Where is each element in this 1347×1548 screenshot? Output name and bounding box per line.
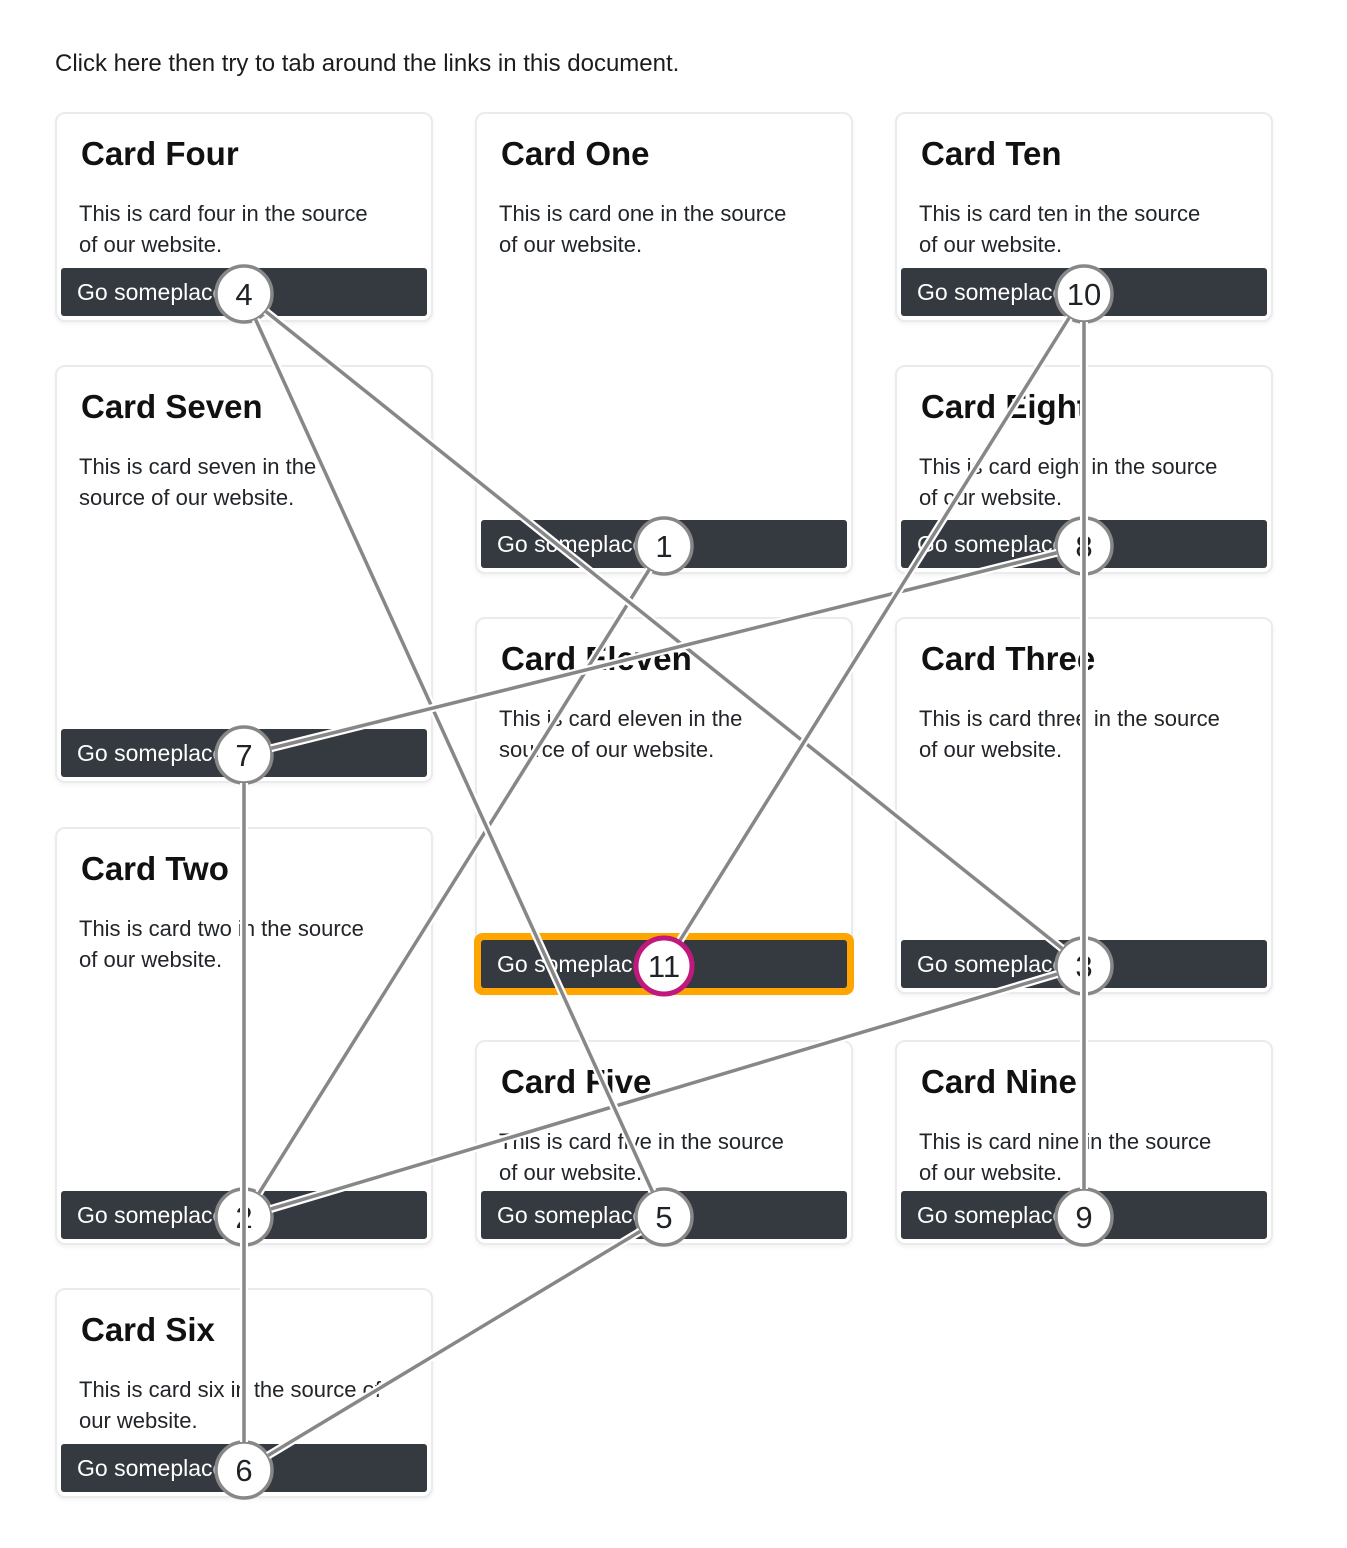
card-eleven: Card Eleven This is card eleven in the s… [475, 617, 853, 994]
card-title: Card One [501, 135, 650, 172]
card-three: Card Three This is card three in the sou… [895, 617, 1273, 994]
instruction-text[interactable]: Click here then try to tab around the li… [55, 50, 680, 77]
card-text: This is card ten in the source of our we… [919, 201, 1201, 258]
card-text: This is card eight in the source of our … [919, 454, 1218, 511]
card-title: Card Eleven [501, 640, 692, 677]
card-text: This is card seven in the source of our … [79, 454, 317, 511]
card-text: This is card five in the source of our w… [499, 1129, 784, 1186]
card-title: Card Three [921, 640, 1096, 677]
card-title: Card Four [81, 135, 239, 172]
card-title: Card Seven [81, 388, 263, 425]
go-someplace-button-card-ten[interactable]: Go someplace [901, 268, 1267, 316]
go-someplace-button-card-nine[interactable]: Go someplace [901, 1191, 1267, 1239]
card-one: Card One This is card one in the source … [475, 112, 853, 574]
card-text: This is card nine in the source of our w… [919, 1129, 1212, 1186]
card-title: Card Eight [921, 388, 1088, 425]
go-someplace-button-card-four[interactable]: Go someplace [61, 268, 427, 316]
card-seven: Card Seven This is card seven in the sou… [55, 365, 433, 783]
go-someplace-button-card-two[interactable]: Go someplace [61, 1191, 427, 1239]
card-title: Card Six [81, 1311, 215, 1348]
card-text: This is card eleven in the source of our… [499, 706, 743, 763]
card-six: Card Six This is card six in the source … [55, 1288, 433, 1498]
card-text: This is card two in the source of our we… [79, 916, 364, 973]
card-eight: Card Eight This is card eight in the sou… [895, 365, 1273, 574]
card-nine: Card Nine This is card nine in the sourc… [895, 1040, 1273, 1245]
card-title: Card Five [501, 1063, 652, 1100]
card-title: Card Nine [921, 1063, 1077, 1100]
card-four: Card Four This is card four in the sourc… [55, 112, 433, 322]
card-text: This is card one in the source of our we… [499, 201, 787, 258]
go-someplace-button-card-eleven-focused[interactable]: Go someplace [481, 940, 847, 988]
card-two: Card Two This is card two in the source … [55, 827, 433, 1245]
go-someplace-button-card-seven[interactable]: Go someplace [61, 729, 427, 777]
card-text: This is card three in the source of our … [919, 706, 1220, 763]
go-someplace-button-card-six[interactable]: Go someplace [61, 1444, 427, 1492]
card-five: Card Five This is card five in the sourc… [475, 1040, 853, 1245]
go-someplace-button-card-one[interactable]: Go someplace [481, 520, 847, 568]
card-title: Card Ten [921, 135, 1062, 172]
card-text: This is card four in the source of our w… [79, 201, 368, 258]
go-someplace-button-card-eight[interactable]: Go someplace [901, 520, 1267, 568]
go-someplace-button-card-three[interactable]: Go someplace [901, 940, 1267, 988]
card-text: This is card six in the source of our we… [79, 1377, 382, 1434]
card-ten: Card Ten This is card ten in the source … [895, 112, 1273, 322]
card-title: Card Two [81, 850, 229, 887]
go-someplace-button-card-five[interactable]: Go someplace [481, 1191, 847, 1239]
